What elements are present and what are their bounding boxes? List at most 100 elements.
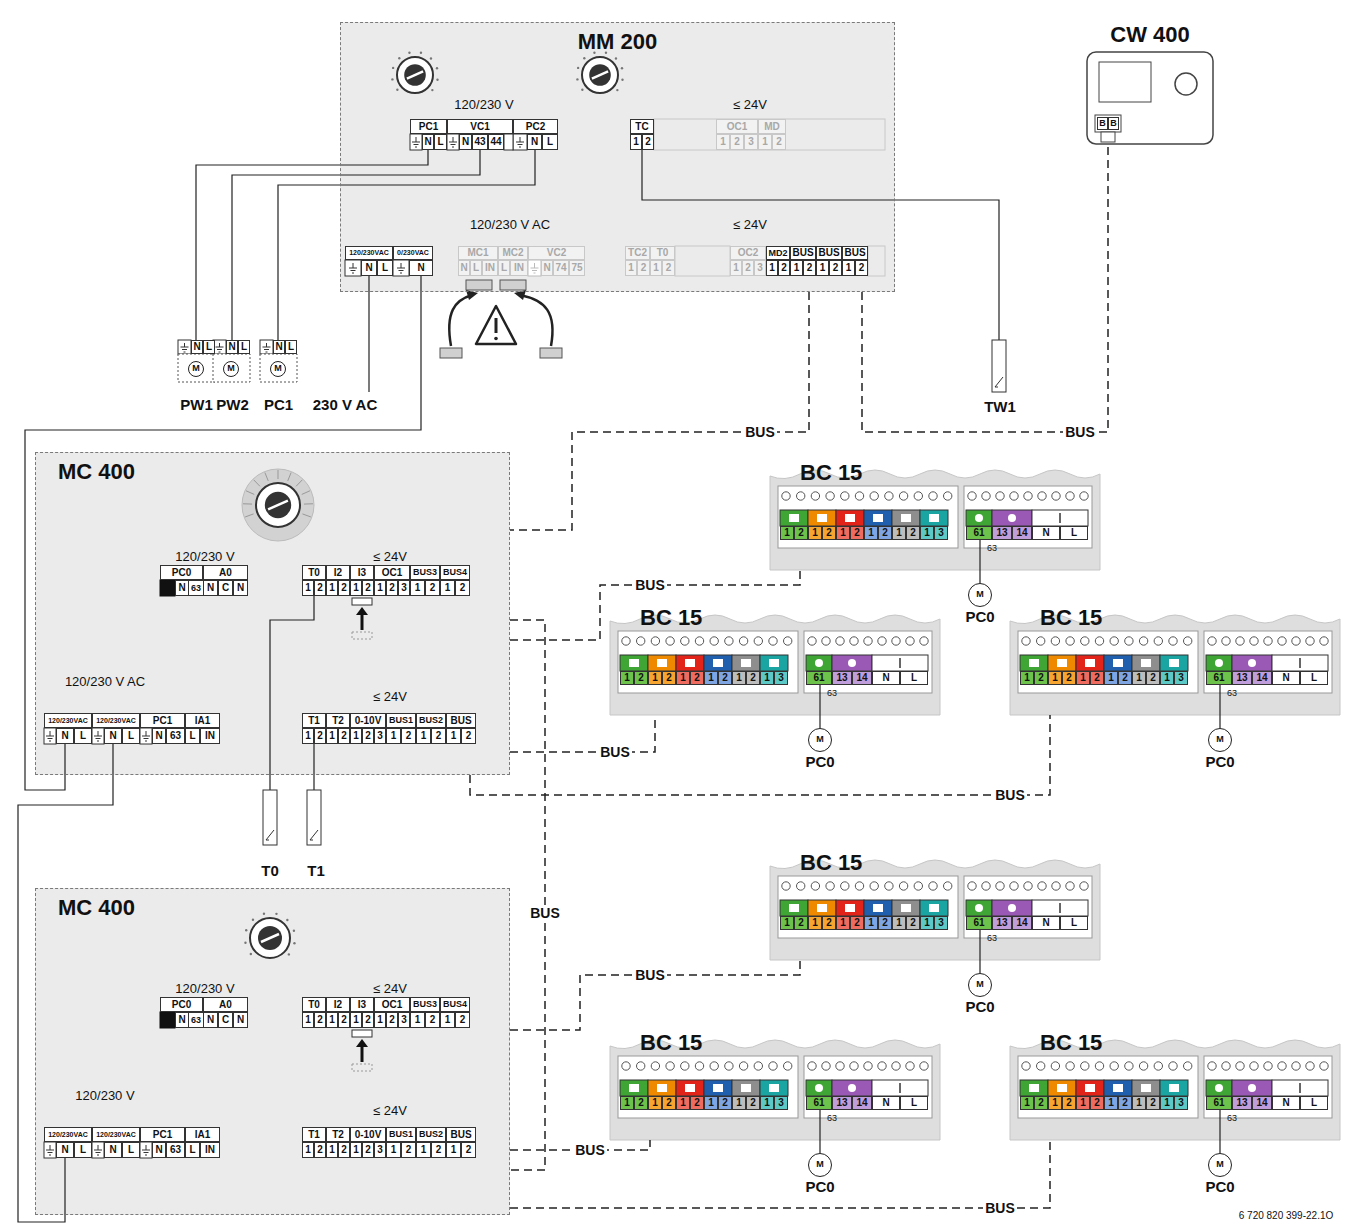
terminal-icon (1272, 655, 1328, 671)
terminal-group-label: 120/230 V (160, 550, 250, 564)
terminal-label: N (872, 671, 900, 685)
terminal-icon (992, 510, 1032, 526)
terminal-icon (741, 1084, 751, 1092)
dial-tick (391, 78, 393, 80)
module-housing (35, 452, 510, 775)
screw-terminal (710, 637, 718, 645)
terminal-label: N (233, 1012, 248, 1028)
ground-terminal (44, 728, 56, 744)
screw-terminal (1081, 1062, 1089, 1070)
terminal-icon (1169, 659, 1179, 667)
terminal-group-label: 120/230 V AC (430, 218, 590, 232)
screw-terminal (1236, 1062, 1244, 1070)
terminal-label: 0/230VAC (393, 246, 433, 260)
terminal-label: 1 (386, 1142, 401, 1158)
terminal-icon (975, 514, 983, 522)
wire (642, 150, 999, 340)
terminal-label: 2 (1090, 1096, 1104, 1110)
component-label: PC0 (1199, 754, 1241, 770)
terminal-label: N (203, 1012, 218, 1028)
inactive-terminal-label: IN (482, 260, 498, 276)
terminal-group-label: 120/230 V (160, 982, 250, 996)
screw-terminal (1051, 637, 1059, 645)
screw-terminal (1184, 1062, 1192, 1070)
terminal-label: 2 (431, 728, 446, 744)
dial-scale (242, 469, 314, 541)
screw-terminal (855, 492, 863, 500)
terminal-label: 1 (374, 1012, 386, 1028)
ground-symbol (145, 741, 147, 742)
screw-terminal (1139, 1062, 1147, 1070)
ground-symbol (519, 147, 521, 148)
pin-number: 63 (823, 687, 841, 699)
inactive-terminal-label: N (541, 260, 553, 276)
rotary-switch (250, 918, 290, 958)
terminal-label: BUS (842, 246, 868, 260)
sensor-symbol (266, 830, 274, 840)
terminal-label: N (233, 580, 248, 596)
rotary-pointer (268, 501, 288, 510)
terminal-icon (1048, 1080, 1076, 1096)
terminal-label: 1 (766, 260, 778, 276)
terminal-icon (1008, 514, 1016, 522)
module-title: BC 15 (610, 605, 940, 631)
terminal-label: 2 (362, 1012, 374, 1028)
motor-symbol: M (188, 361, 204, 377)
terminal-label: 2 (401, 1142, 416, 1158)
screw-terminal (1024, 492, 1032, 500)
terminal-icon (975, 904, 983, 912)
ground-symbol (451, 144, 456, 145)
terminal-icon (815, 659, 823, 667)
screw-terminal (1010, 882, 1018, 890)
inactive-terminal-label: OC2 (730, 246, 766, 260)
terminal-label: 63 (188, 1012, 204, 1028)
terminal-label: L (377, 260, 393, 276)
module-title: BC 15 (1010, 605, 1340, 631)
jumper-arrow (361, 1045, 364, 1062)
connector-label: BUS (993, 787, 1027, 803)
terminal-label: 61 (806, 671, 832, 685)
terminal-label: 1 (620, 1096, 634, 1110)
dial-tick (621, 67, 623, 69)
terminal-label: 1 (386, 728, 401, 744)
terminal-icon (920, 900, 948, 916)
terminal-icon (817, 514, 827, 522)
terminal-icon (808, 900, 836, 916)
screw-terminal (739, 637, 747, 645)
bus-connector (510, 292, 809, 530)
dial-tick (431, 89, 433, 91)
rotary-knob (404, 64, 426, 86)
pin-number: 63 (983, 932, 1001, 944)
terminal-label: 1 (630, 134, 642, 150)
dial-tick (621, 79, 623, 81)
screw-terminal (1051, 1062, 1059, 1070)
screw-terminal (1250, 1062, 1258, 1070)
terminal-label: 3 (774, 1096, 788, 1110)
terminal-label: 1 (1076, 671, 1090, 685)
terminal-label: 1 (780, 526, 794, 540)
terminal-icon (832, 655, 872, 671)
inactive-terminal-label: 1 (758, 134, 772, 150)
terminal-label: BUS (446, 1127, 476, 1142)
ground-symbol (518, 144, 523, 145)
terminal-icon (713, 659, 723, 667)
terminal-label: T0 (302, 565, 326, 580)
inactive-terminal-label: L (470, 260, 482, 276)
terminal-label: 2 (1118, 1096, 1132, 1110)
terminal-label: 2 (362, 1142, 374, 1158)
screw-terminal (637, 637, 645, 645)
terminal-label: 2 (662, 671, 676, 685)
terminal-label: 2 (822, 526, 836, 540)
module-housing (35, 888, 510, 1215)
terminal-group-label: ≤ 24V (330, 690, 450, 704)
component-label: PW1 (178, 396, 215, 414)
pump-housing (178, 354, 215, 382)
terminal-label: 43 (472, 134, 488, 150)
terminal-icon (789, 514, 799, 522)
pump-housing (213, 354, 250, 382)
terminal-icon (732, 655, 760, 671)
terminal-icon (1048, 655, 1076, 671)
ground-symbol (184, 343, 185, 347)
wire (18, 744, 113, 1222)
terminal-label: BUS (790, 246, 816, 260)
